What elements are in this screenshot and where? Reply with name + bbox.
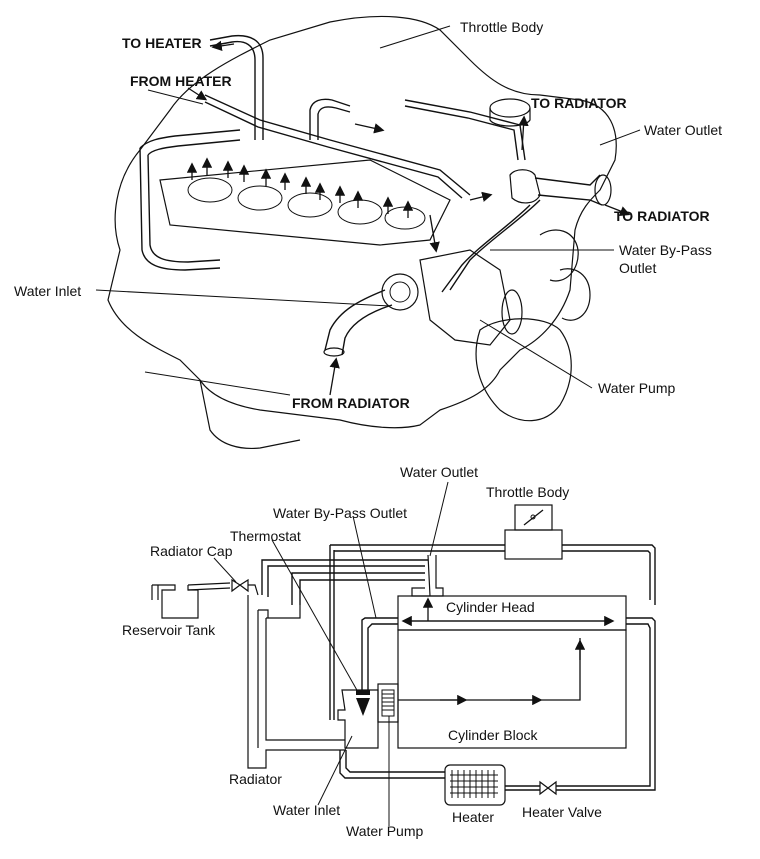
heater-return-pipe-schematic	[339, 750, 445, 779]
throttle-body-top	[514, 504, 553, 531]
label-water-bypass-outlet: Water By-Pass Outlet	[273, 505, 407, 521]
label-to-radiator-right: TO RADIATOR	[614, 208, 710, 224]
label-to-radiator-top: TO RADIATOR	[531, 95, 627, 111]
head-gasket	[159, 159, 451, 246]
inlet-end	[323, 347, 345, 357]
engine-illustration: TO HEATER FROM HEATER Throttle Body TO R…	[14, 15, 722, 450]
bypass-outlet-pipe	[361, 617, 398, 690]
label-thermostat: Thermostat	[230, 528, 301, 544]
left-coolant-pipe	[139, 129, 241, 271]
label-water-outlet: Water Outlet	[400, 464, 478, 480]
heater-supply-pipe	[570, 617, 656, 791]
throttle-body-box	[504, 529, 563, 560]
pulley-lower	[559, 268, 591, 321]
hose-end	[594, 174, 612, 206]
throttle-pivot	[530, 514, 536, 520]
label-cylinder-block: Cylinder Block	[448, 727, 538, 743]
label-water-bypass-outlet-top-2: Outlet	[619, 260, 656, 276]
label-water-pump: Water Pump	[346, 823, 423, 839]
coolant-flow-arrows-gasket	[186, 157, 414, 218]
leader-lines-bottom	[213, 481, 449, 826]
radiator-upper-hose	[261, 559, 428, 597]
label-water-outlet-top: Water Outlet	[644, 122, 722, 138]
heater-grid	[450, 770, 498, 798]
water-inlet-pipe	[324, 289, 393, 356]
oil-pan-outline	[199, 379, 301, 450]
water-outlet-housing	[509, 169, 541, 204]
crank-pulley	[475, 318, 572, 422]
label-reservoir-tank: Reservoir Tank	[122, 622, 216, 638]
cooling-schematic: Water Outlet Throttle Body Water By-Pass…	[122, 464, 656, 839]
cap-to-radiator	[248, 584, 259, 596]
radiator-cap-valve	[231, 578, 249, 593]
engine-block-outline	[107, 15, 617, 429]
label-to-heater: TO HEATER	[122, 35, 202, 51]
water-pump-housing	[419, 249, 511, 346]
label-water-pump-top: Water Pump	[598, 380, 675, 396]
label-water-bypass-outlet-top-1: Water By-Pass	[619, 242, 712, 258]
label-water-inlet: Water Inlet	[273, 802, 340, 818]
label-from-heater: FROM HEATER	[130, 73, 232, 89]
radiator-cap-body	[489, 108, 531, 127]
bypass-upper-pipe	[291, 572, 425, 605]
upper-radiator-hose	[534, 174, 603, 206]
reservoir-hose	[187, 582, 231, 591]
heater-valve	[539, 780, 557, 796]
heater-valve-pipes	[505, 785, 570, 791]
impeller-lines	[382, 693, 394, 711]
thermostat-arrow	[356, 698, 370, 716]
thermostat-inner	[389, 281, 411, 303]
pump-flange	[501, 289, 523, 335]
label-radiator-cap: Radiator Cap	[150, 543, 233, 559]
leader-lines-top	[95, 25, 641, 396]
cylinder-bores	[187, 177, 426, 230]
water-outlet-schematic	[411, 554, 444, 597]
label-heater: Heater	[452, 809, 494, 825]
thermostat	[381, 273, 419, 311]
heater-hose	[209, 34, 264, 140]
heater-core	[444, 764, 506, 806]
block-flow-path	[398, 638, 581, 701]
label-throttle-body-top: Throttle Body	[460, 19, 543, 35]
radiator-inner	[265, 618, 345, 741]
label-cylinder-head: Cylinder Head	[446, 599, 535, 615]
thermostat-valve	[356, 690, 370, 695]
throttle-pipe	[404, 99, 526, 161]
throttle-plate	[523, 509, 544, 526]
radiator	[247, 595, 345, 769]
radiator-cap	[489, 98, 531, 118]
water-pump-impeller	[381, 689, 395, 717]
label-heater-valve: Heater Valve	[522, 804, 602, 820]
label-radiator: Radiator	[229, 771, 282, 787]
heater-return-pipe	[204, 94, 471, 199]
flow-arrows-top	[187, 40, 631, 396]
throttle-body-pipe	[329, 544, 656, 720]
label-water-inlet-top: Water Inlet	[14, 283, 81, 299]
water-pump-box	[377, 683, 399, 723]
upper-pipe	[309, 98, 351, 140]
bypass-pipe	[441, 199, 541, 293]
label-from-radiator: FROM RADIATOR	[292, 395, 410, 411]
label-throttle-body: Throttle Body	[486, 484, 569, 500]
